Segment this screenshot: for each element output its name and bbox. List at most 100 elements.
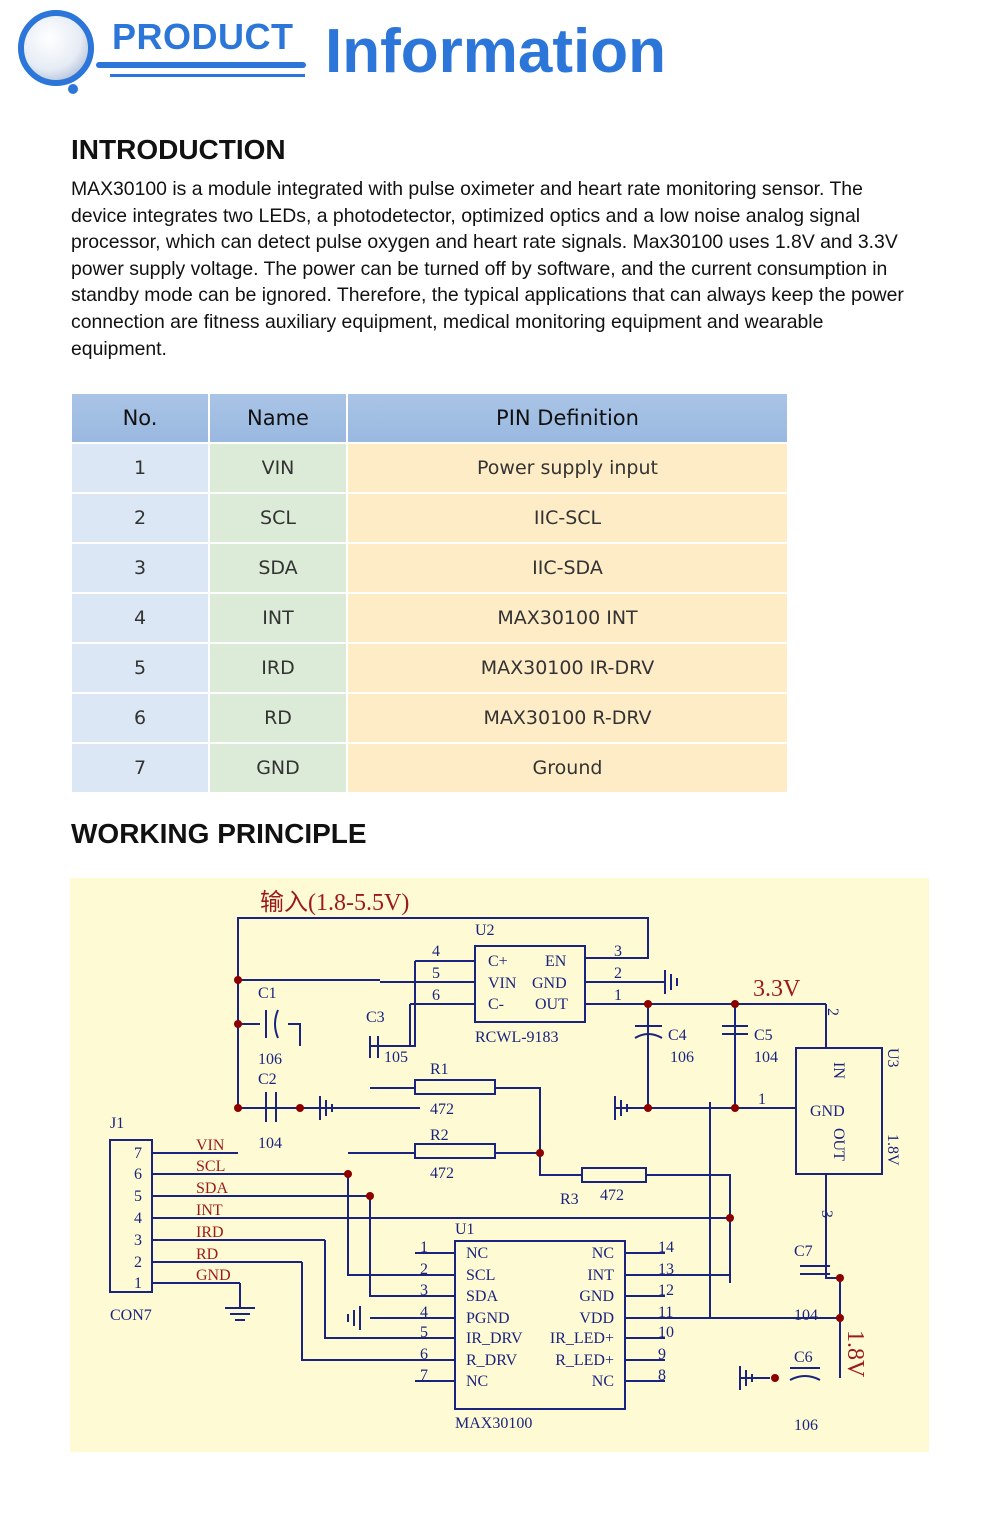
cell-no: 4 (72, 594, 210, 644)
c4-ref: C4 (668, 1027, 687, 1044)
j1-ref: J1 (110, 1115, 124, 1132)
u3-pin-in: IN (830, 1062, 847, 1079)
product-label: PRODUCT (112, 16, 294, 57)
u3-value: 1.8V (884, 1134, 901, 1166)
u1-pin-num: 12 (658, 1282, 674, 1299)
u1-pin-num: 14 (658, 1239, 674, 1256)
table-row: 1 VIN Power supply input (72, 444, 789, 494)
u1-pin-num: 3 (420, 1282, 428, 1299)
c6-ref: C6 (794, 1349, 813, 1366)
pin-definition-table: No. Name PIN Definition 1 VIN Power supp… (72, 394, 789, 794)
u2-pin-num: 6 (432, 987, 440, 1004)
page-header: PRODUCT Information (0, 0, 1000, 110)
rail-18-label: 1.8V (842, 1330, 868, 1378)
cell-definition: IIC-SDA (348, 544, 789, 594)
u1-pin-num: 9 (658, 1346, 666, 1363)
u1-pin-name: SCL (466, 1267, 495, 1284)
j1-signal-label: VIN (196, 1137, 225, 1154)
c7-ref: C7 (794, 1243, 813, 1260)
u1-pin-name: NC (466, 1373, 488, 1390)
j1-pin-num: 3 (134, 1232, 142, 1249)
c1-ref: C1 (258, 985, 277, 1002)
cell-no: 2 (72, 494, 210, 544)
u1-pin-num: 7 (420, 1367, 428, 1384)
j1-pin-num: 6 (134, 1166, 142, 1183)
u1-pin-num: 13 (658, 1261, 674, 1278)
u2-part: RCWL-9183 (475, 1029, 559, 1046)
u2-pin-name: VIN (488, 975, 517, 992)
column-header-name: Name (210, 394, 348, 444)
r1-value: 472 (430, 1101, 454, 1118)
schematic-svg: 输入(1.8-5.5V) 3.3V 1.8V U2 RCWL-9183 C+ V… (109, 889, 901, 1434)
u1-pin-name: PGND (466, 1310, 510, 1327)
u1-pin-num: 11 (658, 1304, 673, 1321)
column-header-definition: PIN Definition (348, 394, 789, 444)
u1-pin-name: VDD (579, 1310, 614, 1327)
u2-pin-num: 1 (614, 987, 622, 1004)
j1-signal-label: RD (196, 1246, 218, 1263)
u1-pin-name: NC (592, 1373, 614, 1390)
j1-pin-num: 5 (134, 1188, 142, 1205)
cell-name: IRD (210, 644, 348, 694)
j1-signal-label: SDA (196, 1180, 228, 1197)
u2-pin-name: GND (532, 975, 567, 992)
schematic-diagram: 输入(1.8-5.5V) 3.3V 1.8V U2 RCWL-9183 C+ V… (70, 878, 929, 1452)
input-voltage-label: 输入(1.8-5.5V) (260, 889, 409, 916)
r3-value: 472 (600, 1187, 624, 1204)
cell-no: 1 (72, 444, 210, 494)
c3-ref: C3 (366, 1009, 385, 1026)
cell-name: VIN (210, 444, 348, 494)
table-row: 7 GND Ground (72, 744, 789, 794)
cell-no: 6 (72, 694, 210, 744)
cell-no: 5 (72, 644, 210, 694)
u3-pin-num: 1 (758, 1091, 766, 1108)
logo-dot-icon (68, 84, 78, 94)
c6-value: 106 (794, 1417, 818, 1434)
u1-pin-num: 6 (420, 1346, 428, 1363)
table-row: 5 IRD MAX30100 IR-DRV (72, 644, 789, 694)
header-underline-thin (110, 74, 305, 77)
cell-name: SDA (210, 544, 348, 594)
u3-pin-gnd: GND (810, 1103, 845, 1120)
j1-signal-label: GND (196, 1267, 231, 1284)
u1-pin-name: GND (579, 1288, 614, 1305)
u2-pin-name: OUT (535, 996, 568, 1013)
table-row: 6 RD MAX30100 R-DRV (72, 694, 789, 744)
u1-pin-name: R_LED+ (555, 1352, 614, 1369)
u1-pin-num: 4 (420, 1304, 428, 1321)
cell-definition: Ground (348, 744, 789, 794)
u2-pin-name: C+ (488, 953, 508, 970)
header-underline (96, 62, 306, 68)
u2-pin-num: 3 (614, 943, 622, 960)
u1-ref: U1 (455, 1221, 475, 1238)
column-header-no: No. (72, 394, 210, 444)
u1-pin-num: 1 (420, 1239, 428, 1256)
u3-pin-num: 2 (824, 1008, 841, 1016)
u1-pin-name: IR_DRV (466, 1330, 523, 1347)
r3-ref: R3 (560, 1191, 579, 1208)
cell-definition: Power supply input (348, 444, 789, 494)
table-header-row: No. Name PIN Definition (72, 394, 789, 444)
cell-definition: MAX30100 R-DRV (348, 694, 789, 744)
u1-pin-name: NC (466, 1245, 488, 1262)
u1-pin-num: 2 (420, 1261, 428, 1278)
u1-pin-name: INT (587, 1267, 614, 1284)
rail-33-label: 3.3V (753, 976, 801, 1002)
j1-part: CON7 (110, 1307, 152, 1324)
u2-pin-num: 4 (432, 943, 440, 960)
cell-no: 7 (72, 744, 210, 794)
cell-no: 3 (72, 544, 210, 594)
c5-ref: C5 (754, 1027, 773, 1044)
cell-name: RD (210, 694, 348, 744)
r2-ref: R2 (430, 1127, 449, 1144)
r2-value: 472 (430, 1165, 454, 1182)
table-row: 3 SDA IIC-SDA (72, 544, 789, 594)
c5-value: 104 (754, 1049, 778, 1066)
j1-pin-num: 4 (134, 1210, 142, 1227)
cell-name: SCL (210, 494, 348, 544)
cell-definition: IIC-SCL (348, 494, 789, 544)
u3-pin-out: OUT (830, 1128, 847, 1161)
u1-pin-num: 5 (420, 1324, 428, 1341)
logo-circle-icon (18, 10, 94, 86)
introduction-heading: INTRODUCTION (71, 134, 286, 165)
